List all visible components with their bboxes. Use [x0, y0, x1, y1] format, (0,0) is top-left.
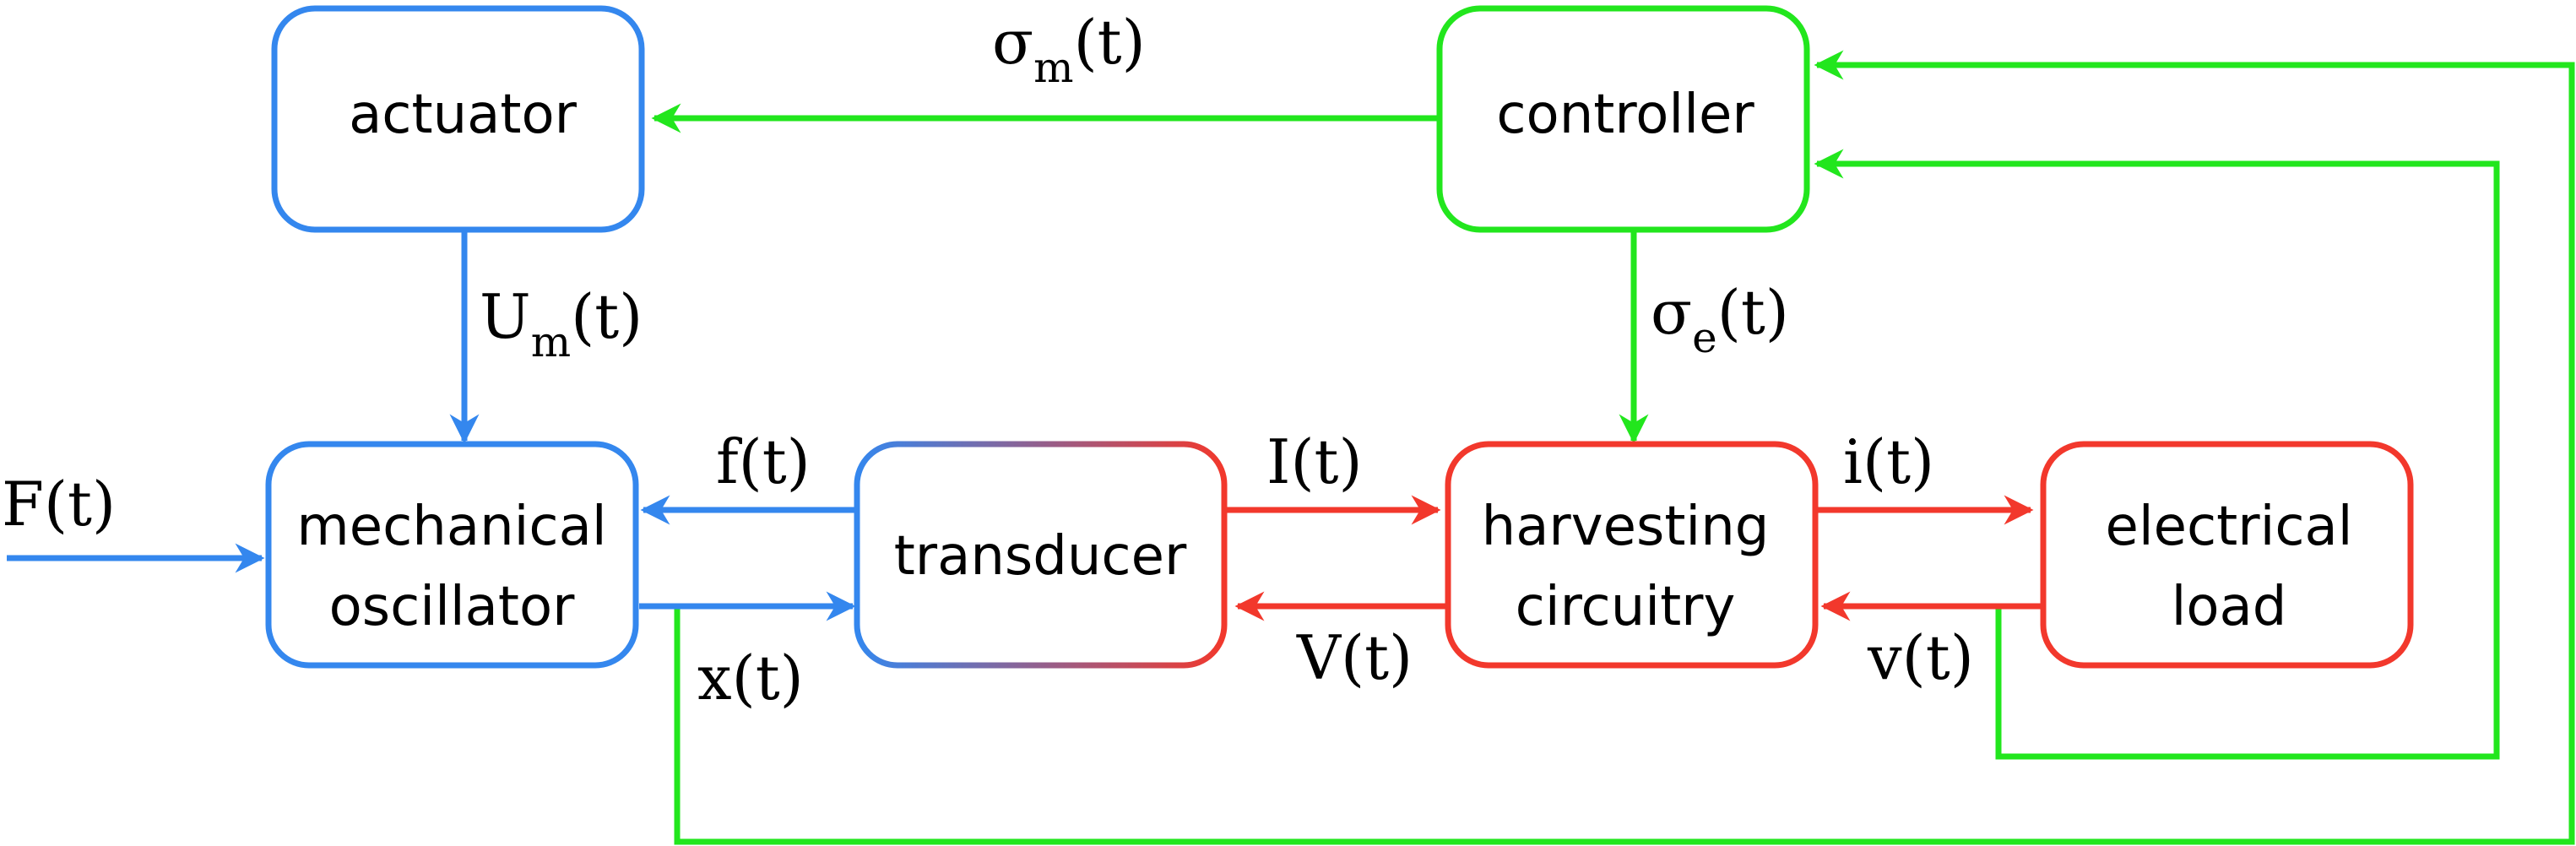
harvesting-circuitry-label-line1: harvesting: [1482, 496, 1770, 558]
U-m-symbol: U: [480, 281, 531, 352]
electrical-load-label-line2: load: [2172, 576, 2287, 638]
block-controller: controller: [1436, 5, 1810, 233]
harvesting-circuitry-box: [1445, 441, 1819, 669]
harvesting-circuitry-label-line2: circuitry: [1516, 576, 1736, 638]
block-harvesting-circuitry: harvesting circuitry: [1445, 441, 1819, 669]
U-m-subscript: m: [531, 317, 571, 366]
signal-i-label: i(t): [1843, 426, 1934, 497]
actuator-label: actuator: [349, 84, 578, 146]
transducer-box: [854, 441, 1228, 669]
controller-box: [1436, 5, 1810, 233]
sigma-e-subscript: e: [1692, 313, 1717, 362]
mechanical-oscillator-box: [265, 441, 639, 669]
block-actuator: actuator: [271, 5, 645, 233]
signal-f-label: f(t): [716, 426, 811, 497]
transducer-label: transducer: [894, 525, 1187, 588]
signal-I-label: I(t): [1266, 426, 1363, 497]
signal-V-label: V(t): [1296, 622, 1413, 693]
sigma-e-symbol: σ: [1651, 277, 1692, 348]
sigma-e-arg: (t): [1717, 277, 1789, 348]
signal-F-label: F(t): [2, 469, 116, 540]
controller-label: controller: [1496, 84, 1754, 146]
sigma-m-subscript: m: [1033, 43, 1073, 92]
mechanical-oscillator-label-line2: oscillator: [329, 576, 576, 638]
block-electrical-load: electrical load: [2040, 441, 2414, 669]
edge-x-feedback-to-controller: [674, 50, 2575, 845]
electrical-load-box: [2040, 441, 2414, 669]
signal-sigma-m-label: σm(t): [992, 7, 1146, 92]
electrical-load-label-line1: electrical: [2105, 496, 2352, 558]
block-transducer: transducer: [854, 441, 1228, 669]
block-mechanical-oscillator: mechanical oscillator: [265, 441, 639, 669]
mechanical-oscillator-label-line1: mechanical: [296, 496, 606, 558]
U-m-arg: (t): [571, 281, 643, 352]
sigma-m-arg: (t): [1074, 7, 1146, 78]
actuator-box: [271, 5, 645, 233]
sigma-m-symbol: σ: [992, 7, 1033, 78]
signal-sigma-e-label: σe(t): [1651, 277, 1789, 362]
signal-v-label: v(t): [1867, 622, 1974, 693]
edge-v-feedback-to-controller: [1814, 149, 2500, 760]
signal-U-m-label: Um(t): [480, 281, 643, 366]
signal-x-label: x(t): [697, 643, 804, 713]
